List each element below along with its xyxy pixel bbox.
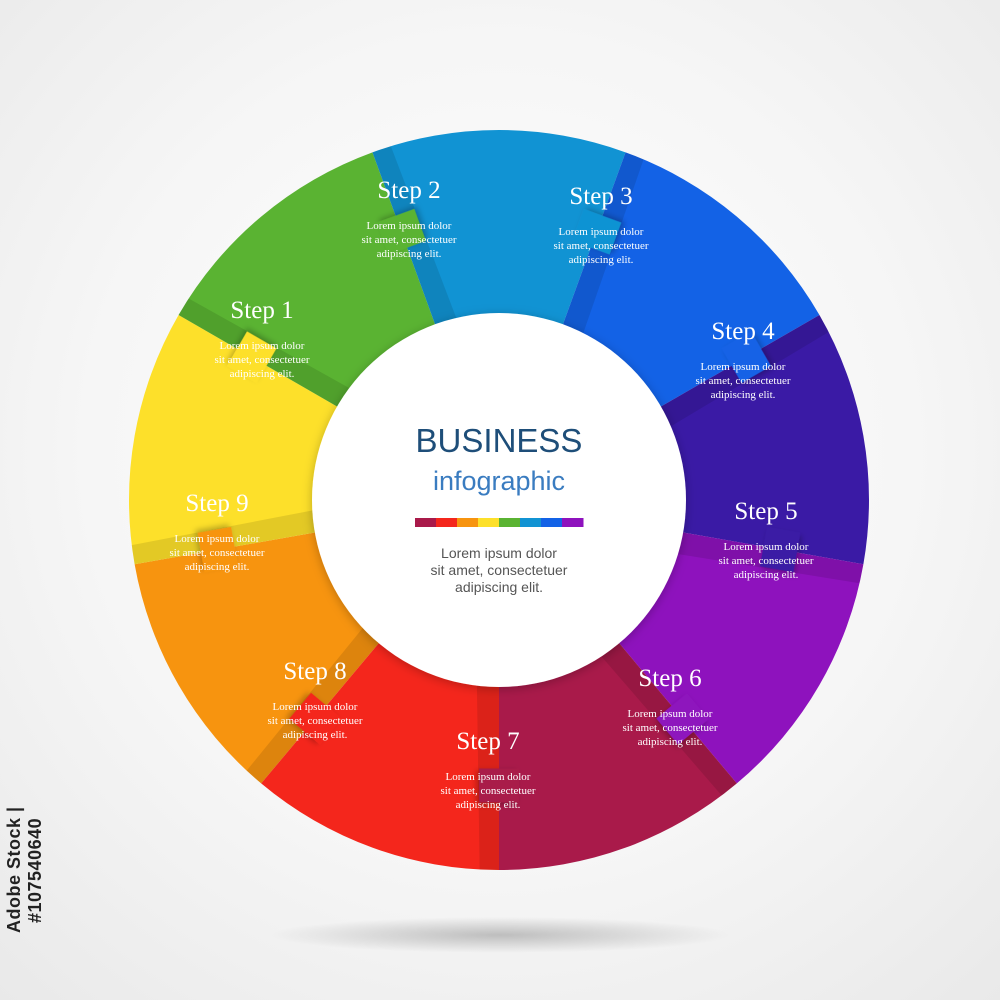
step-text-line: Lorem ipsum dolor	[175, 533, 260, 545]
step-text-line: Lorem ipsum dolor	[724, 541, 809, 553]
step-title: Step 2	[377, 177, 440, 204]
color-bar-swatch	[499, 518, 521, 527]
center-block: BUSINESS infographic Lorem ipsum dolor s…	[415, 422, 584, 595]
ring-segment-step-1	[134, 531, 383, 784]
step-text-line: adipiscing elit.	[711, 389, 776, 401]
puzzle-tab-step-6	[759, 526, 801, 573]
step-text-line: adipiscing elit.	[185, 561, 250, 573]
floor-shadow	[270, 917, 730, 953]
step-text-line: adipiscing elit.	[230, 368, 295, 380]
step-text-line: Lorem ipsum dolor	[220, 340, 305, 352]
step-text-line: Lorem ipsum dolor	[367, 220, 452, 232]
step-text-line: adipiscing elit.	[734, 569, 799, 581]
color-bar-swatch	[562, 518, 584, 527]
step-text-line: adipiscing elit.	[283, 729, 348, 741]
ring-segment-step-7	[615, 531, 864, 784]
step-label-4: Step 4 Lorem ipsum dolor sit amet, consect…	[696, 318, 791, 401]
step-title: Step 6	[638, 665, 701, 692]
step-text-line: Lorem ipsum dolor	[628, 708, 713, 720]
color-bar-swatch	[478, 518, 500, 527]
ring-segment-step-4	[372, 130, 626, 329]
step-label-9: Step 9 Lorem ipsum dolor sit amet, consect…	[170, 490, 265, 573]
center-subtitle: infographic	[433, 466, 565, 496]
step-text-line: Lorem ipsum dolor	[446, 771, 531, 783]
color-bar-swatch	[541, 518, 563, 527]
step-label-3: Step 3 Lorem ipsum dolor sit amet, consect…	[554, 183, 649, 266]
step-title: Step 7	[456, 728, 519, 755]
puzzle-tab-step-8	[479, 768, 519, 803]
step-label-5: Step 5 Lorem ipsum dolor sit amet, consect…	[719, 498, 814, 581]
step-text-line: sit amet, consectetuer	[623, 722, 718, 734]
step-text-line: sit amet, consectetuer	[441, 785, 536, 797]
step-text-line: sit amet, consectetuer	[362, 234, 457, 246]
step-text-line: sit amet, consectetuer	[554, 240, 649, 252]
puzzle-tab-step-5	[721, 331, 771, 384]
color-bar-swatch	[520, 518, 542, 527]
step-label-1: Step 1 Lorem ipsum dolor sit amet, consect…	[215, 297, 310, 380]
step-label-7: Step 7 Lorem ipsum dolor sit amet, consect…	[441, 728, 536, 811]
puzzle-tab-step-4	[572, 208, 622, 255]
step-text-line: sit amet, consectetuer	[719, 555, 814, 567]
ring-segment-step-9	[261, 639, 499, 870]
step-text-line: Lorem ipsum dolor	[273, 701, 358, 713]
step-text-line: sit amet, consectetuer	[170, 547, 265, 559]
step-text-line: sit amet, consectetuer	[215, 354, 310, 366]
step-text-line: adipiscing elit.	[377, 248, 442, 260]
puzzle-tab-step-7	[656, 692, 709, 745]
step-text-line: Lorem ipsum dolor	[559, 226, 644, 238]
step-title: Step 9	[185, 490, 248, 517]
step-text-line: sit amet, consectetuer	[696, 375, 791, 387]
ring-segment-step-2	[129, 315, 342, 565]
center-text-line-2: sit amet, consectetuer	[431, 562, 568, 578]
puzzle-tabs	[197, 208, 801, 803]
step-label-8: Step 8 Lorem ipsum dolor sit amet, consect…	[268, 658, 363, 741]
center-disc	[312, 313, 686, 687]
center-text-line-1: Lorem ipsum dolor	[441, 545, 557, 561]
step-title: Step 3	[569, 183, 632, 210]
step-text-line: adipiscing elit.	[638, 736, 703, 748]
step-title: Step 4	[711, 318, 775, 345]
color-bar-swatch	[457, 518, 479, 527]
ring-segment-step-8	[499, 639, 737, 870]
step-text-line: sit amet, consectetuer	[268, 715, 363, 727]
step-text-line: adipiscing elit.	[569, 254, 634, 266]
puzzle-tab-step-1	[197, 526, 239, 573]
step-label-2: Step 2 Lorem ipsum dolor sit amet, consect…	[362, 177, 457, 260]
stock-id-label: Adobe Stock | #107540640	[4, 806, 45, 934]
puzzle-tab-step-2	[227, 331, 277, 384]
color-bar-swatch	[415, 518, 437, 527]
step-title: Step 5	[734, 498, 797, 525]
step-text-line: Lorem ipsum dolor	[701, 361, 786, 373]
puzzle-tab-step-3	[376, 208, 426, 255]
center-color-bar	[415, 518, 584, 527]
center-text-line-3: adipiscing elit.	[455, 579, 543, 595]
step-text-line: adipiscing elit.	[456, 799, 521, 811]
step-label-6: Step 6 Lorem ipsum dolor sit amet, consect…	[623, 665, 718, 748]
step-title: Step 8	[283, 658, 346, 685]
color-bar-swatch	[436, 518, 458, 527]
step-title: Step 1	[230, 297, 293, 324]
puzzle-tab-step-9	[289, 692, 342, 745]
ring-segment-step-6	[656, 315, 869, 565]
center-title: BUSINESS	[416, 422, 583, 459]
